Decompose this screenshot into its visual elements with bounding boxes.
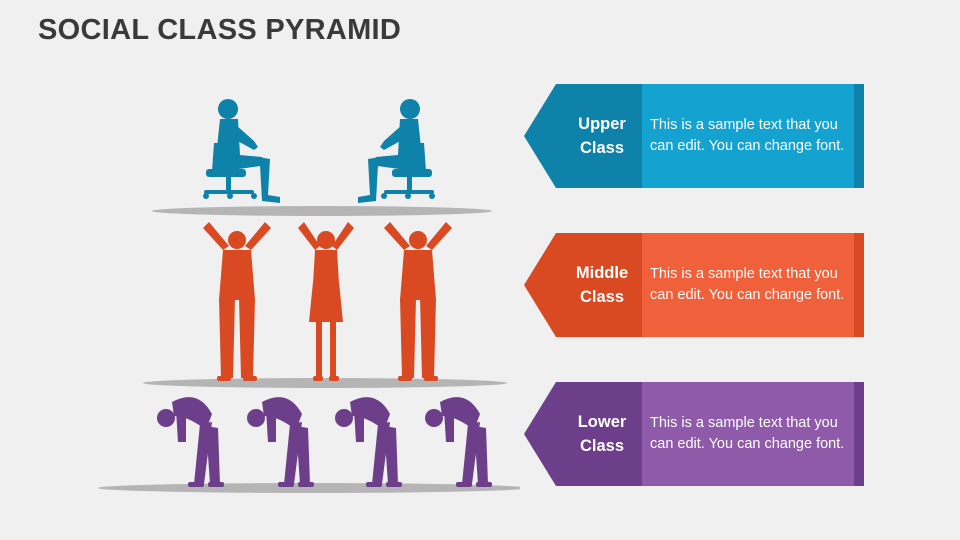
label-arrow-shape — [524, 84, 864, 188]
slide-title: SOCIAL CLASS PYRAMID — [38, 14, 402, 46]
lifting-woman-figure — [298, 222, 354, 381]
label-arrow-shape — [524, 233, 864, 337]
bent-person-figure — [335, 397, 402, 487]
class-description: This is a sample text that you can edit.… — [650, 116, 845, 155]
lower-class-figures — [157, 397, 492, 487]
top-platform — [152, 206, 492, 216]
class-description: This is a sample text that you can edit.… — [650, 414, 845, 453]
bent-person-figure — [425, 397, 492, 487]
middle-platform — [143, 378, 507, 388]
seated-woman-figure — [203, 99, 280, 203]
pyramid-illustration — [98, 99, 520, 493]
class-description: This is a sample text that you can edit.… — [650, 265, 845, 304]
label-arrow-shape — [524, 382, 864, 486]
bent-person-figure — [247, 397, 314, 487]
upper-class-figures — [203, 99, 435, 203]
seated-man-figure — [358, 99, 435, 203]
lifting-man-figure — [384, 222, 452, 381]
middle-class-figures — [203, 222, 452, 381]
bent-person-figure — [157, 397, 224, 487]
lifting-man-figure — [203, 222, 271, 381]
